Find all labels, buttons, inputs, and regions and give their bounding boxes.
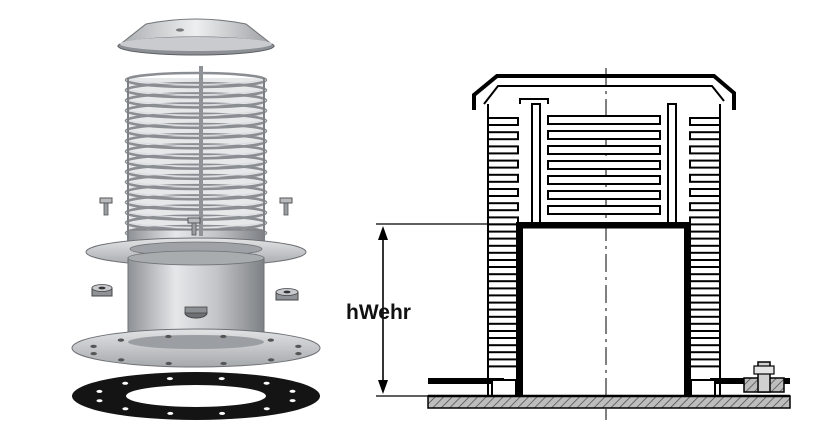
rib-right xyxy=(689,202,721,212)
flange-hole xyxy=(220,334,227,339)
gasket-hole xyxy=(167,411,174,415)
flange-hole xyxy=(295,344,302,348)
gasket-hole xyxy=(122,381,129,385)
rib-left xyxy=(487,216,519,226)
gasket-hole xyxy=(289,399,296,403)
rib-left xyxy=(487,315,519,325)
flange-hole xyxy=(90,352,97,356)
nut-left xyxy=(91,284,113,297)
weir-pipe xyxy=(516,222,691,396)
section-slots xyxy=(547,115,661,215)
gasket-hole xyxy=(289,389,296,393)
section-bolt xyxy=(743,361,785,393)
flange-hole xyxy=(220,361,227,366)
rib-left xyxy=(487,358,519,368)
gasket-hole xyxy=(218,377,225,381)
dimension-label: hWehr xyxy=(346,301,411,324)
slot xyxy=(547,115,661,125)
rib-left xyxy=(487,202,519,212)
nut-right xyxy=(275,288,299,301)
rib-left xyxy=(487,330,519,339)
rib-right xyxy=(689,117,721,126)
bottom-flange xyxy=(71,328,321,368)
rib-right xyxy=(689,344,721,354)
rib-right xyxy=(689,287,721,297)
cage-walls xyxy=(487,104,721,396)
rib-left xyxy=(487,287,519,297)
flange-holes xyxy=(90,334,302,366)
gasket-hole xyxy=(263,381,270,385)
gasket-hole xyxy=(96,389,103,393)
gasket-ring xyxy=(72,372,320,420)
top-cap xyxy=(116,18,276,56)
section-cap xyxy=(472,74,736,110)
screw-center xyxy=(187,217,201,236)
rib-right xyxy=(689,131,721,141)
rib-right xyxy=(689,216,721,226)
rib-right xyxy=(689,159,721,169)
section-drawing: hWehr xyxy=(346,68,791,420)
slot xyxy=(547,190,661,200)
slot xyxy=(547,205,661,215)
screw-left xyxy=(99,197,113,216)
flange-hole xyxy=(267,338,274,342)
slot xyxy=(547,175,661,185)
screw-right xyxy=(279,197,293,216)
rib-right xyxy=(689,330,721,339)
section-base xyxy=(427,378,791,409)
flange-hole xyxy=(295,352,302,356)
rib-right xyxy=(689,273,721,283)
rib-right xyxy=(689,358,721,368)
rib-left xyxy=(487,159,519,169)
rib-left xyxy=(487,344,519,354)
flange-hole xyxy=(165,361,172,366)
rib-left xyxy=(487,273,519,283)
rib-left xyxy=(487,173,519,183)
rib-right xyxy=(689,145,721,155)
flange-hole xyxy=(117,338,125,342)
slot xyxy=(547,160,661,170)
rib-right xyxy=(689,301,721,311)
gasket-hole xyxy=(219,411,226,415)
rib-left xyxy=(487,259,519,268)
rib-left xyxy=(487,230,519,240)
slot xyxy=(547,145,661,155)
rib-left xyxy=(487,117,519,126)
rib-left xyxy=(487,301,519,311)
rib-right xyxy=(689,315,721,325)
weir-height-dimension: hWehr xyxy=(346,223,516,397)
rib-right xyxy=(689,188,721,197)
rib-left xyxy=(487,244,519,254)
rib-right xyxy=(689,230,721,240)
rib-left xyxy=(487,188,519,197)
gasket-hole xyxy=(122,407,129,411)
slot xyxy=(547,130,661,140)
rib-left xyxy=(487,145,519,155)
gasket-hole xyxy=(263,407,270,411)
rib-right xyxy=(689,173,721,183)
flange-hole xyxy=(267,358,275,362)
flange-hole xyxy=(118,358,125,362)
flange-hole xyxy=(165,334,172,339)
gasket-hole xyxy=(166,377,173,381)
rib-right xyxy=(689,244,721,254)
rib-right xyxy=(689,259,721,268)
flange-hole xyxy=(90,344,97,348)
gasket-hole xyxy=(96,399,103,403)
rib-left xyxy=(487,131,519,141)
exploded-view xyxy=(71,18,321,420)
